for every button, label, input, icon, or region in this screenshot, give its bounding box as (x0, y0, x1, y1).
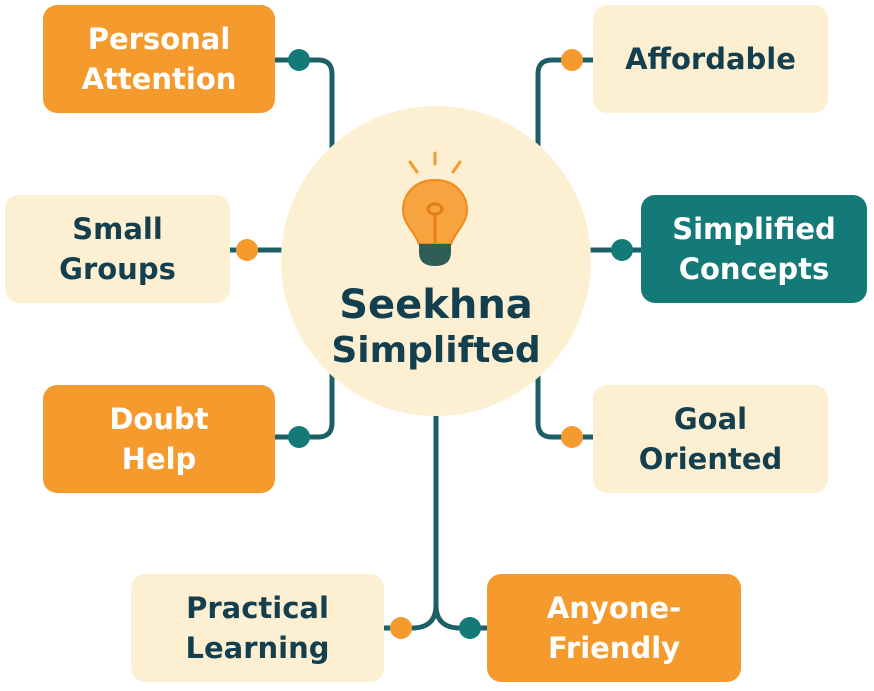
node-label: Small (72, 212, 163, 246)
center-title-line1: Seekhna (339, 282, 533, 328)
node-label: Personal (87, 22, 231, 56)
node-affordable: Affordable (593, 5, 828, 113)
node-label: Oriented (638, 442, 783, 476)
connector-dot (611, 239, 633, 261)
node-personal-attention: Personal Attention (43, 5, 275, 113)
node-label: Groups (59, 252, 176, 286)
lightbulb-icon (401, 151, 469, 266)
node-anyone-friendly: Anyone- Friendly (487, 574, 741, 682)
node-simplified-concepts: Simplified Concepts (641, 195, 867, 303)
connector-dot (390, 617, 412, 639)
node-label: Affordable (625, 42, 796, 76)
node-label: Attention (81, 62, 237, 96)
node-label: Friendly (547, 631, 681, 665)
node-label: Doubt (109, 402, 209, 436)
node-label: Simplified (672, 212, 836, 246)
node-label: Practical (186, 591, 329, 625)
node-doubt-help: Doubt Help (43, 385, 275, 493)
node-label: Anyone- (546, 591, 682, 625)
node-label: Help (121, 442, 197, 476)
connector-dot (459, 617, 481, 639)
node-small-groups: Small Groups (5, 195, 230, 303)
node-label: Learning (185, 631, 330, 665)
node-practical-learning: Practical Learning (131, 574, 384, 682)
connector-dot (288, 49, 310, 71)
node-label: Concepts (678, 252, 830, 286)
connector-dot (288, 426, 310, 448)
node-goal-oriented: Goal Oriented (593, 385, 828, 493)
connector-dot (236, 239, 258, 261)
connector-dot (561, 426, 583, 448)
connector-dot (561, 49, 583, 71)
center-title-line2: Simplifted (331, 330, 541, 371)
node-label: Goal (673, 402, 748, 436)
